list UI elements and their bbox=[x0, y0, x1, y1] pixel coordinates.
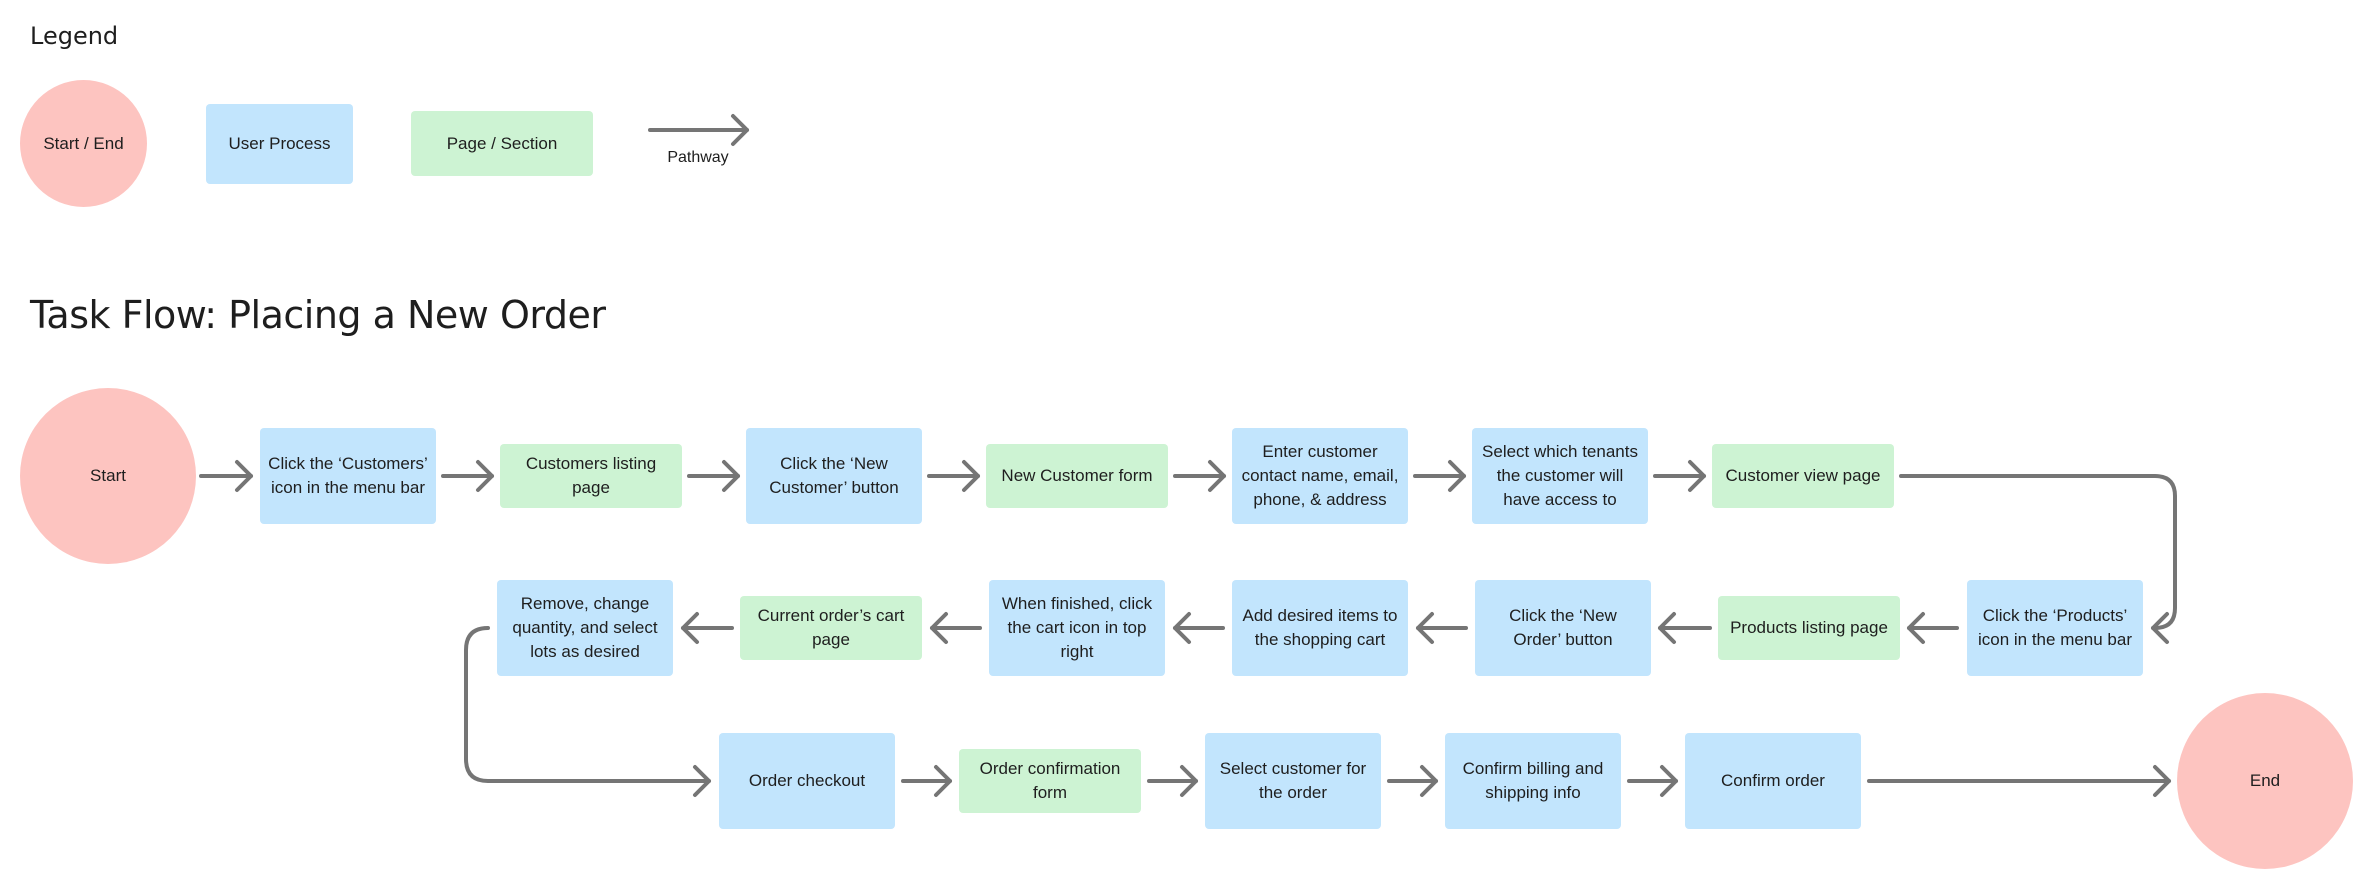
click-new-order-button-step: Click the ‘New Order’ button bbox=[1475, 580, 1651, 676]
end-node: End bbox=[2177, 693, 2353, 869]
click-new-customer-button-step: Click the ‘New Customer’ button bbox=[746, 428, 922, 524]
legend-start-end: Start / End bbox=[20, 80, 147, 207]
arrow-edit-to-checkout-head bbox=[693, 765, 711, 797]
arrow-add-items-to-cart-icon-head bbox=[1173, 612, 1191, 644]
arrow-confirmation-to-select-customer-head bbox=[1180, 765, 1198, 797]
arrow-billing-to-confirm-head bbox=[1660, 765, 1678, 797]
arrow-listing-to-new-order-head bbox=[1658, 612, 1676, 644]
customer-view-page-node: Customer view page bbox=[1712, 444, 1894, 508]
arrow-tenants-to-view-head bbox=[1688, 460, 1706, 492]
arrow-start-to-customers-head bbox=[235, 460, 253, 492]
customers-listing-page-node: Customers listing page bbox=[500, 444, 682, 508]
arrow-new-customer-to-form-head bbox=[962, 460, 980, 492]
arrow-cart-icon-to-cart-page-head bbox=[930, 612, 948, 644]
arrow-listing-to-new-customer-head bbox=[722, 460, 740, 492]
arrow-view-to-products bbox=[1899, 474, 2177, 630]
select-tenants-step: Select which tenants the customer will h… bbox=[1472, 428, 1648, 524]
enter-customer-contact-step: Enter customer contact name, email, phon… bbox=[1232, 428, 1408, 524]
arrow-form-to-enter-contact-head bbox=[1208, 460, 1226, 492]
confirm-billing-shipping-step: Confirm billing and shipping info bbox=[1445, 733, 1621, 829]
legend-page-section: Page / Section bbox=[411, 111, 593, 176]
edit-cart-step: Remove, change quantity, and select lots… bbox=[497, 580, 673, 676]
arrow-select-to-billing-head bbox=[1420, 765, 1438, 797]
arrow-view-to-products-head bbox=[2151, 612, 2169, 644]
legend-title: Legend bbox=[30, 22, 119, 50]
arrow-checkout-to-confirmation-head bbox=[934, 765, 952, 797]
legend-pathway-label: Pathway bbox=[667, 149, 729, 166]
select-customer-for-order-step: Select customer for the order bbox=[1205, 733, 1381, 829]
order-confirmation-form-node: Order confirmation form bbox=[959, 749, 1141, 813]
legend-pathway-arrow-head bbox=[731, 114, 749, 146]
order-checkout-step: Order checkout bbox=[719, 733, 895, 829]
arrow-new-order-to-add-items-head bbox=[1416, 612, 1434, 644]
click-cart-icon-step: When finished, click the cart icon in to… bbox=[989, 580, 1165, 676]
add-items-to-cart-step: Add desired items to the shopping cart bbox=[1232, 580, 1408, 676]
products-listing-page-node: Products listing page bbox=[1718, 596, 1900, 660]
new-customer-form-node: New Customer form bbox=[986, 444, 1168, 508]
flow-title: Task Flow: Placing a New Order bbox=[30, 293, 606, 337]
arrow-contact-to-tenants-head bbox=[1448, 460, 1466, 492]
click-customers-icon-step: Click the ‘Customers’ icon in the menu b… bbox=[260, 428, 436, 524]
arrow-customers-to-listing-head bbox=[476, 460, 494, 492]
current-order-cart-page-node: Current order’s cart page bbox=[740, 596, 922, 660]
arrow-cart-page-to-edit-head bbox=[681, 612, 699, 644]
arrow-products-to-listing-head bbox=[1907, 612, 1925, 644]
click-products-icon-step: Click the ‘Products’ icon in the menu ba… bbox=[1967, 580, 2143, 676]
confirm-order-step: Confirm order bbox=[1685, 733, 1861, 829]
legend-user-process: User Process bbox=[206, 104, 353, 184]
start-node: Start bbox=[20, 388, 196, 564]
arrow-edit-to-checkout bbox=[464, 626, 711, 783]
arrow-confirm-to-end-head bbox=[2153, 765, 2171, 797]
